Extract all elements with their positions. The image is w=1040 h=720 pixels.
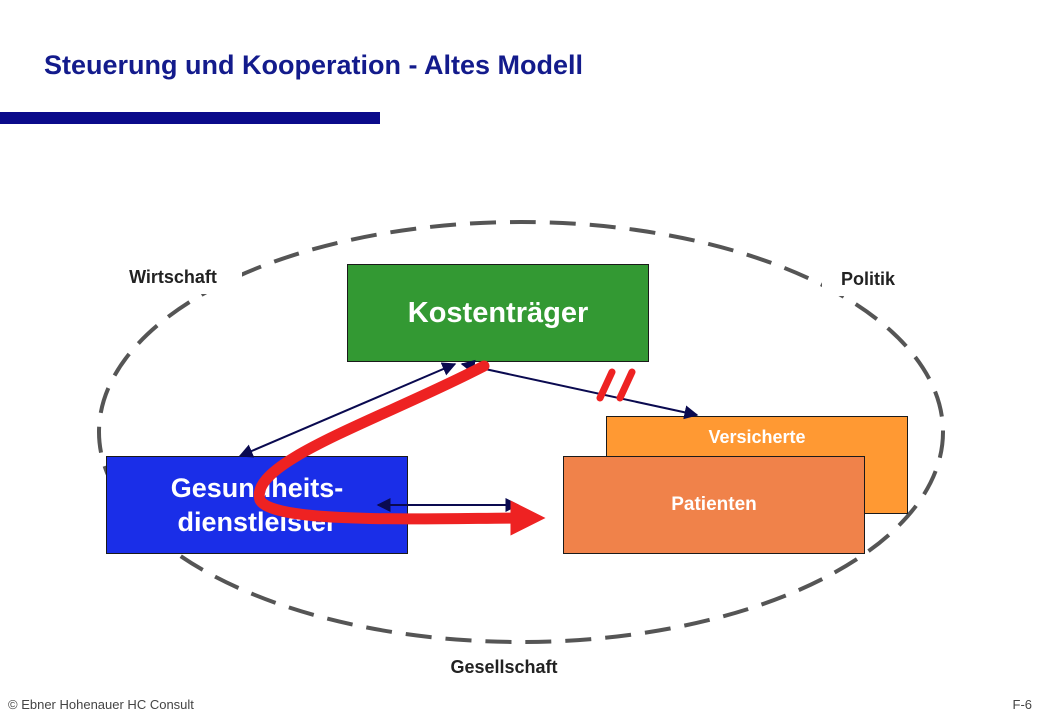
node-gesundheit-label-line1: Gesundheits- — [170, 473, 344, 503]
context-dashed-ellipse — [97, 220, 945, 644]
context-label-gesellschaft: Gesellschaft — [424, 650, 584, 684]
node-kostentraeger[interactable]: Kostenträger — [347, 264, 649, 362]
node-kostentraeger-label: Kostenträger — [407, 296, 589, 329]
node-patienten[interactable]: Patienten — [563, 456, 865, 554]
node-gesundheitsdienstleister[interactable]: Gesundheits- dienstleister — [106, 456, 408, 554]
footer-copyright: © Ebner Hohenauer HC Consult — [8, 697, 194, 712]
page-title: Steuerung und Kooperation - Altes Modell — [44, 50, 583, 80]
context-label-wirtschaft: Wirtschaft — [104, 260, 242, 294]
node-versicherte-label: Versicherte — [708, 427, 806, 447]
context-label-politik: Politik — [822, 262, 914, 296]
footer-page-number: F-6 — [1012, 697, 1033, 712]
node-patienten-label: Patienten — [671, 494, 757, 515]
title-underline-bar — [0, 112, 380, 124]
node-gesundheit-label-line2: dienstleister — [177, 507, 337, 537]
